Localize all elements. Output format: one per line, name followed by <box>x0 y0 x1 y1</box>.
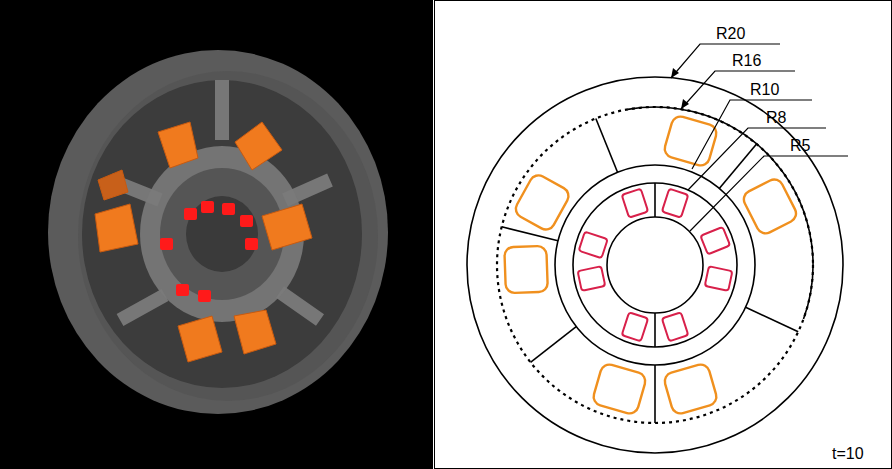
leader-lines <box>671 44 848 231</box>
drawing-frame <box>435 1 892 469</box>
radius-dimension: R10 <box>750 82 779 98</box>
render-background <box>0 0 433 469</box>
wheel-render <box>48 50 388 414</box>
radius-dimension: R16 <box>732 53 761 69</box>
radius-dimension: R8 <box>766 110 786 126</box>
wheel-drawing <box>467 77 843 453</box>
radius-dimension: R20 <box>716 26 745 42</box>
leader-arrowheads <box>671 68 689 109</box>
thickness-note: t=10 <box>832 446 864 462</box>
radius-dimension: R5 <box>790 138 810 154</box>
